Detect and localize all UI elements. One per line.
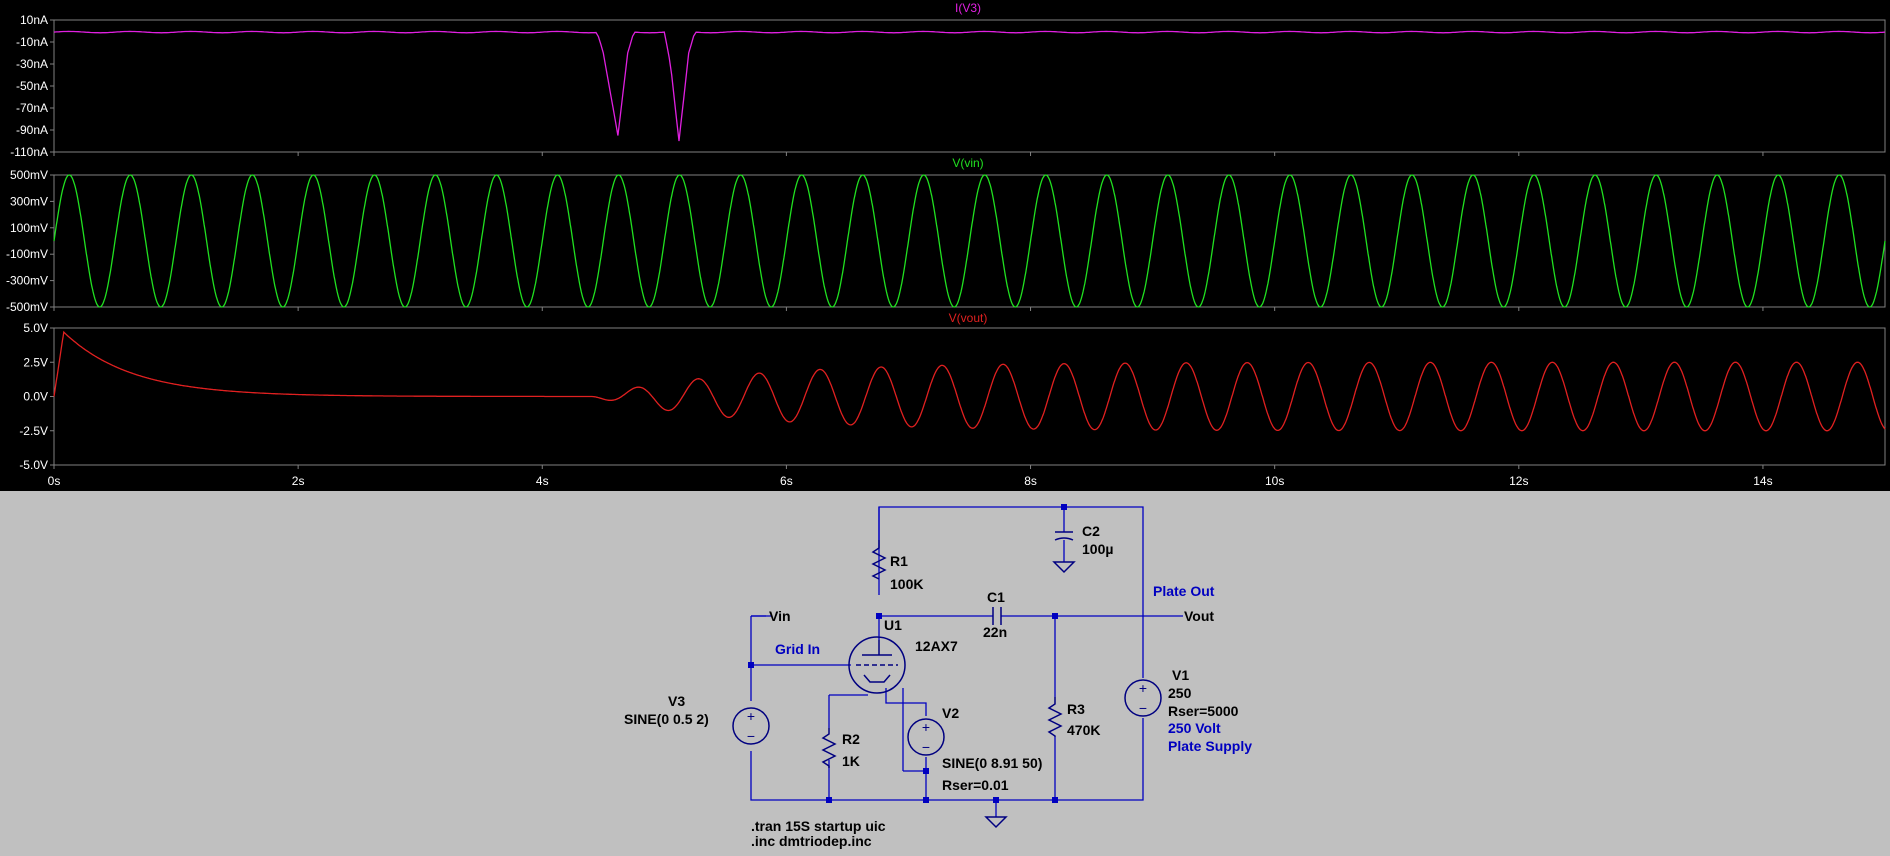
trace-i-v3 [53, 30, 1886, 142]
r3-name: R3 [1067, 701, 1085, 717]
v2-name: V2 [942, 705, 959, 721]
triode-u1[interactable]: U1 12AX7 [848, 617, 958, 694]
y-tick-label: -110nA [10, 145, 48, 159]
trace-v-vin [53, 174, 1886, 308]
x-tick-label: 12s [1509, 474, 1528, 488]
plus-icon: + [922, 719, 930, 735]
y-tick-labels: 500mV 300mV 100mV -100mV -300mV -500mV [6, 168, 48, 314]
y-tick-label: -2.5V [19, 424, 48, 438]
y-tick-label: 10nA [20, 13, 48, 27]
v2-rser: Rser=0.01 [942, 777, 1009, 793]
grid [50, 174, 1764, 311]
v1-rser: Rser=5000 [1168, 703, 1239, 719]
y-tick-label: -90nA [16, 123, 48, 137]
x-tick-label: 6s [780, 474, 793, 488]
v1-value: 250 [1168, 685, 1192, 701]
v3-value: SINE(0 0.5 2) [624, 711, 709, 727]
c1-name: C1 [987, 589, 1005, 605]
y-tick-label: -300mV [6, 274, 48, 288]
x-tick-label: 2s [292, 474, 305, 488]
comment-plate-supply-line1: 250 Volt [1168, 720, 1221, 736]
schematic-editor[interactable]: R1 100K C2 100µ C1 22n U1 12AX7 + − V3 S… [0, 491, 1890, 856]
comment-plate-out: Plate Out [1153, 583, 1215, 599]
plot-area[interactable] [53, 19, 1886, 153]
voltage-source-v1[interactable]: + − V1 250 Rser=5000 [1124, 667, 1239, 719]
comment-grid-in: Grid In [775, 641, 820, 657]
resistor-r2[interactable]: R2 1K [821, 728, 860, 769]
y-tick-label: 100mV [10, 221, 48, 235]
pane-title-i-v3: I(V3) [955, 1, 981, 15]
r1-value: 100K [890, 576, 923, 592]
y-tick-label: -500mV [6, 300, 48, 314]
y-tick-label: -30nA [16, 57, 48, 71]
pane-v-vin[interactable]: V(vin) 500mV 300mV 100mV -100mV -300mV -500mV [6, 156, 1886, 314]
plot-area[interactable] [53, 327, 1886, 466]
x-tick-label: 0s [48, 474, 61, 488]
r2-name: R2 [842, 731, 860, 747]
plus-icon: + [1139, 680, 1147, 696]
spice-directive-tran[interactable]: .tran 15S startup uic [751, 818, 886, 834]
u1-value: 12AX7 [915, 638, 958, 654]
pane-title-v-vout: V(vout) [949, 311, 988, 325]
trace-v-vout [53, 330, 1886, 432]
x-tick-label: 10s [1265, 474, 1284, 488]
net-label-vin[interactable]: Vin [769, 608, 791, 624]
pane-v-vout[interactable]: V(vout) 5.0V 2.5V 0.0V -2.5V -5.0V [19, 311, 1886, 472]
pane-i-v3[interactable]: I(V3) 10nA -10nA -30nA -50nA -70nA -90nA -110n… [10, 1, 1886, 159]
minus-icon: − [747, 728, 755, 744]
y-tick-label: -70nA [16, 101, 48, 115]
x-tick-label: 8s [1024, 474, 1037, 488]
y-tick-label: 300mV [10, 194, 48, 208]
y-tick-label: -100mV [6, 247, 48, 261]
c2-name: C2 [1082, 523, 1100, 539]
net-label-vout[interactable]: Vout [1184, 608, 1214, 624]
y-tick-label: -5.0V [19, 458, 48, 472]
plus-icon: + [747, 708, 755, 724]
ground-icon [984, 816, 1008, 829]
v2-value: SINE(0 8.91 50) [942, 755, 1042, 771]
y-tick-labels: 10nA -10nA -30nA -50nA -70nA -90nA -110nA [10, 13, 48, 159]
y-tick-labels: 5.0V 2.5V 0.0V -2.5V -5.0V [19, 321, 48, 472]
x-tick-label: 14s [1753, 474, 1772, 488]
c1-value: 22n [983, 624, 1007, 640]
pane-title-v-vin: V(vin) [952, 156, 983, 170]
x-tick-labels: 0s 2s 4s 6s 8s 10s 12s 14s [48, 474, 1773, 488]
y-tick-label: 500mV [10, 168, 48, 182]
capacitor-c2[interactable]: C2 100µ [1052, 523, 1113, 574]
voltage-source-v3[interactable]: + − V3 SINE(0 0.5 2) [624, 693, 770, 745]
y-tick-label: 5.0V [23, 321, 48, 335]
spice-directive-inc[interactable]: .inc dmtriodep.inc [751, 833, 872, 849]
minus-icon: − [922, 739, 930, 755]
comment-plate-supply-line2: Plate Supply [1168, 738, 1252, 754]
y-tick-label: -50nA [16, 79, 48, 93]
waveform-viewer[interactable]: I(V3) 10nA -10nA -30nA -50nA -70nA -90nA -110n… [0, 0, 1890, 491]
v1-name: V1 [1172, 667, 1189, 683]
minus-icon: − [1139, 700, 1147, 716]
y-tick-label: 0.0V [23, 390, 48, 404]
v3-name: V3 [668, 693, 685, 709]
grid [50, 327, 1764, 469]
r2-value: 1K [842, 753, 860, 769]
x-tick-label: 4s [536, 474, 549, 488]
resistor-r3[interactable]: R3 470K [1047, 697, 1100, 738]
capacitor-c1[interactable]: C1 22n [983, 589, 1007, 640]
r3-value: 470K [1067, 722, 1100, 738]
c2-value: 100µ [1082, 541, 1113, 557]
resistor-r1[interactable]: R1 100K [871, 507, 923, 592]
grid [50, 19, 1764, 156]
y-tick-label: 2.5V [23, 355, 48, 369]
y-tick-label: -10nA [16, 35, 48, 49]
r1-name: R1 [890, 553, 908, 569]
junctions [748, 504, 1067, 803]
voltage-source-v2[interactable]: + − V2 SINE(0 8.91 50) Rser=0.01 [907, 705, 1042, 793]
u1-name: U1 [884, 617, 902, 633]
